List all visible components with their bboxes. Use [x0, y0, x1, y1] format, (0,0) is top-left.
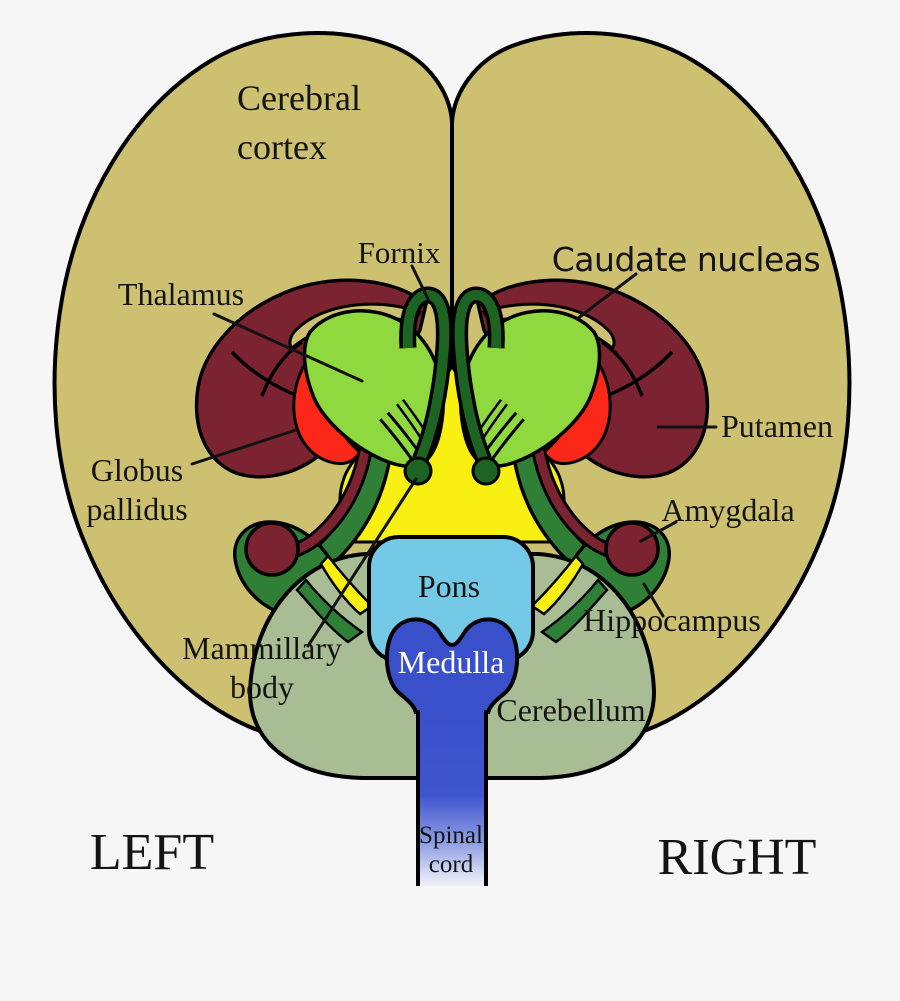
- spinal-cord-label-line2: cord: [429, 851, 474, 878]
- medulla-outline: [384, 617, 520, 715]
- medulla-label: Medulla: [398, 644, 505, 680]
- spinal-cord-label-line1: Spinal: [419, 822, 483, 849]
- cerebellum-label: Cerebellum: [496, 692, 645, 728]
- globus-pallidus-leader-line: [190, 428, 298, 466]
- fornix-shape-fill: [402, 290, 450, 462]
- amygdala-leader-line: [639, 520, 678, 543]
- amygdala-shape: [244, 521, 300, 577]
- hippocampus-leader-line: [642, 582, 665, 618]
- thalamus-label: Thalamus: [118, 276, 244, 312]
- mammillary-label-line1: Mammillary: [182, 630, 342, 666]
- caudate-leader-line: [575, 272, 638, 321]
- mammillary-leader-line: [306, 477, 418, 648]
- thalamus-leader-line: [212, 312, 364, 383]
- cerebral-cortex-label-line1: Cerebral: [237, 78, 361, 118]
- globus-pallidus-label-line2: pallidus: [86, 491, 187, 527]
- thalamus-shape: [302, 309, 445, 468]
- cerebral-cortex-label-line2: cortex: [237, 127, 327, 167]
- globus-pallidus-label-line1: Globus: [91, 452, 183, 488]
- mammillary-body-shape: [403, 456, 433, 486]
- putamen-label: Putamen: [721, 408, 833, 444]
- pons-label: Pons: [418, 568, 480, 604]
- amygdala-label: Amygdala: [661, 492, 794, 528]
- caudate-label: Caudate nucleas: [552, 240, 820, 279]
- mammillary-label-line2: body: [230, 669, 294, 705]
- fornix-leader-line: [410, 264, 430, 301]
- hippocampus-label: Hippocampus: [583, 602, 761, 638]
- fornix-label: Fornix: [358, 235, 441, 270]
- side-left-label: LEFT: [90, 824, 214, 881]
- side-right-label: RIGHT: [658, 829, 817, 886]
- putamen-crease-line: [260, 340, 303, 397]
- labels: Cerebral cortex Fornix Caudate nucleas T…: [86, 78, 833, 886]
- leader-lines: [190, 264, 718, 648]
